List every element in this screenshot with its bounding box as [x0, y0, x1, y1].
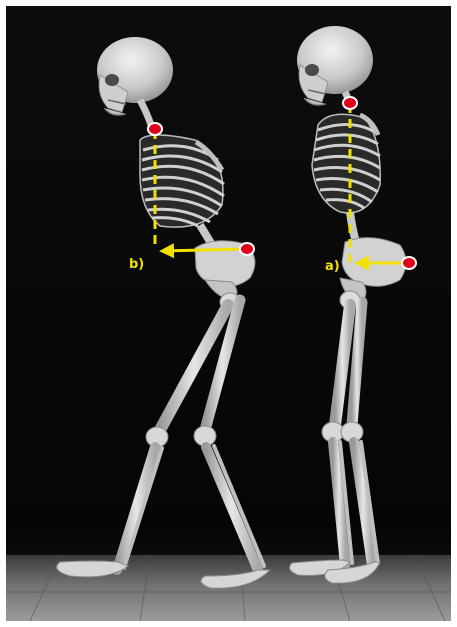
joint-marker-left-top [147, 122, 163, 136]
joint-marker-right-top [342, 96, 358, 110]
ribcage-right [312, 114, 380, 213]
label-b: b) [129, 257, 144, 272]
joint-marker-right-hip [401, 256, 417, 270]
joint-marker-left-hip [239, 242, 255, 256]
label-a: a) [325, 259, 340, 274]
offset-arrow-left [162, 249, 245, 251]
